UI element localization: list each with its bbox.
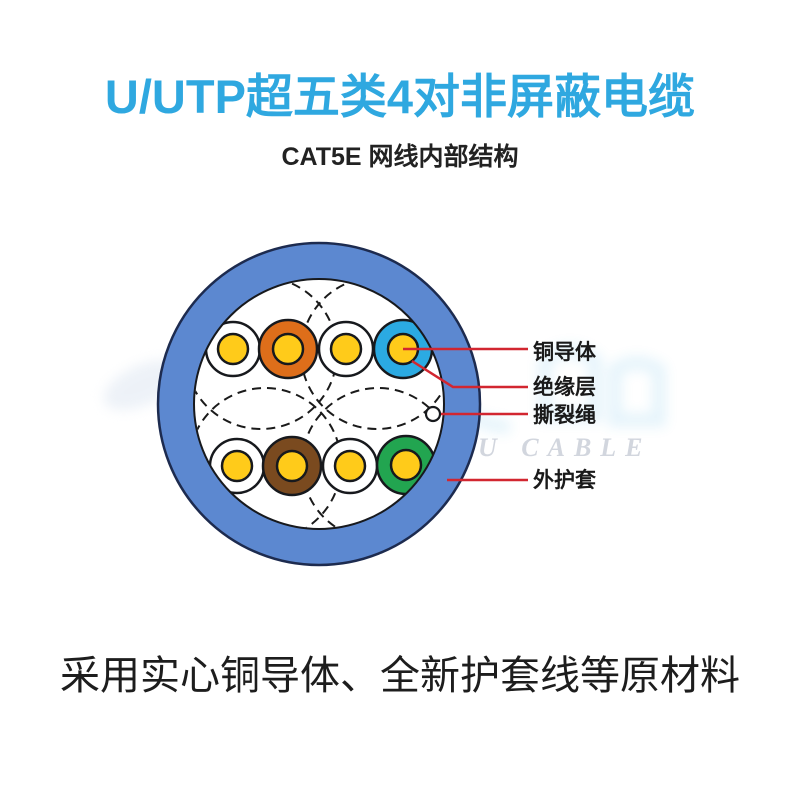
- rip-cord: [424, 405, 442, 423]
- leader-line-insulation: [411, 359, 528, 389]
- footer-selling-point: 采用实心铜导体、全新护套线等原材料: [60, 654, 740, 698]
- page-title: U/UTP超五类4对非屏蔽电缆: [104, 70, 696, 123]
- copper-core-icon: [333, 449, 367, 483]
- label-insulation-layer: 绝缘层: [533, 375, 596, 399]
- leader-lines: [403, 347, 528, 482]
- copper-core-icon: [220, 449, 254, 483]
- jacket-inner-border: [193, 278, 445, 530]
- page-subtitle: CAT5E 网线内部结构: [281, 143, 519, 171]
- copper-core-icon: [271, 332, 305, 366]
- outer-jacket-ring: [158, 243, 480, 565]
- copper-core-icon: [216, 332, 250, 366]
- label-outer-jacket: 外护套: [533, 468, 596, 492]
- copper-core-icon: [275, 449, 309, 483]
- label-rip-cord: 撕裂绳: [533, 403, 596, 427]
- jacket-outer-border: [156, 241, 482, 567]
- watermark-cable-text: U CABLE: [478, 433, 652, 462]
- copper-core-icon: [389, 448, 423, 482]
- copper-core-icon: [329, 332, 363, 366]
- label-copper-conductor: 铜导体: [533, 340, 597, 364]
